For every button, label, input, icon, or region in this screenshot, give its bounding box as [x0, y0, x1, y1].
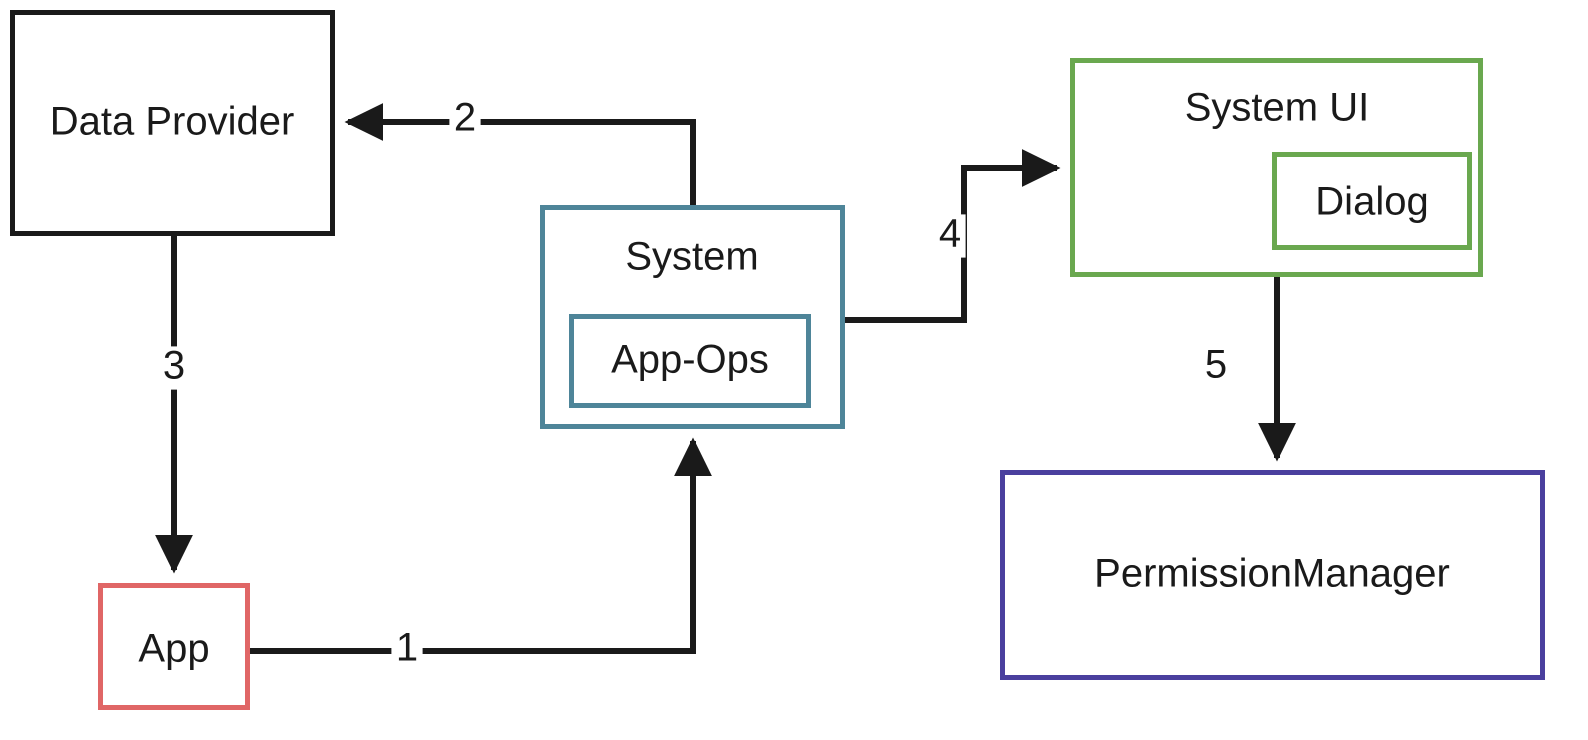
edge-2 [344, 103, 696, 205]
edge-label-4: 4 [934, 212, 966, 258]
edge-label-text: 1 [396, 626, 418, 670]
edge-label-backdrop [934, 214, 966, 258]
data-provider-box [10, 10, 335, 236]
edge-label-backdrop [158, 346, 190, 390]
edge-label-1: 1 [391, 626, 423, 672]
edge-label-5: 5 [1200, 343, 1232, 389]
node-data-provider[interactable]: Data Provider [10, 10, 335, 236]
system-label: System [625, 235, 758, 279]
dialog-label: Dialog [1315, 180, 1428, 224]
edge-label-text: 2 [454, 96, 476, 140]
app-label: App [138, 627, 209, 671]
edge-label-3: 3 [158, 344, 190, 390]
edge-label-2: 2 [449, 96, 481, 142]
node-app-ops[interactable]: App-Ops [569, 314, 811, 408]
app-ops-box [569, 314, 811, 408]
app-ops-label: App-Ops [611, 338, 769, 382]
edge-label-text: 3 [163, 344, 185, 388]
edge-label-text: 5 [1205, 343, 1227, 387]
permission-manager-box [1000, 470, 1545, 680]
node-dialog[interactable]: Dialog [1272, 152, 1472, 250]
node-app[interactable]: App [98, 583, 250, 710]
edge-label-backdrop [449, 98, 481, 142]
edge-1 [250, 437, 712, 654]
edge-label-backdrop [1200, 345, 1232, 389]
edge-label-text: 4 [939, 212, 961, 256]
edge-labels-layer: 1 2 3 4 5 [158, 96, 1232, 672]
app-box [98, 583, 250, 710]
node-permission-manager[interactable]: PermissionManager [1000, 470, 1545, 680]
permission-manager-label: PermissionManager [1094, 552, 1450, 596]
edge-label-backdrop [391, 628, 423, 672]
data-provider-label: Data Provider [50, 100, 295, 144]
dialog-box [1272, 152, 1472, 250]
system-ui-label: System UI [1185, 86, 1369, 130]
